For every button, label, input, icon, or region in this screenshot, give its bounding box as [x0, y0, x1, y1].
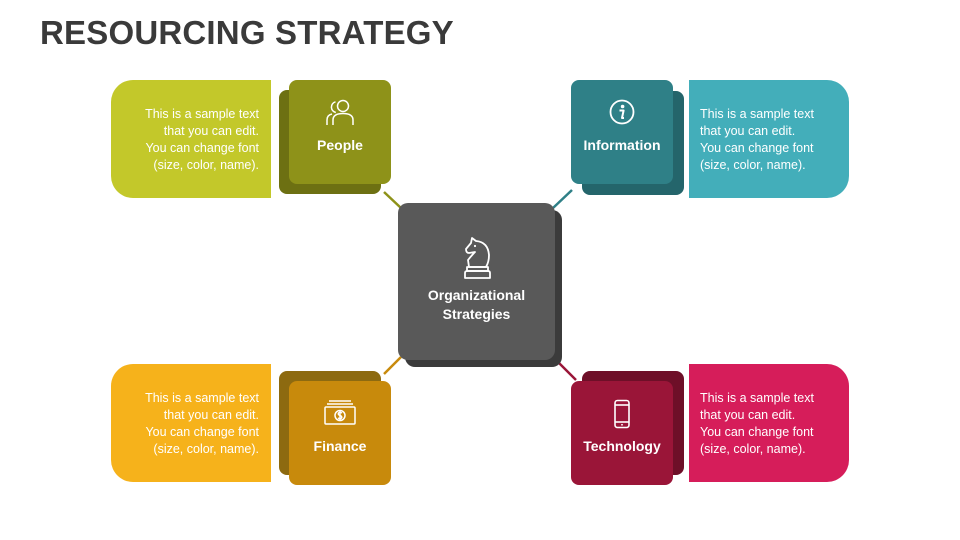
connector-people [383, 191, 402, 209]
page-title: RESOURCING STRATEGY [40, 14, 454, 51]
technology-label: Technology [583, 438, 661, 454]
connector-technology [557, 361, 577, 381]
people-icon [289, 98, 391, 132]
smartphone-icon [571, 399, 673, 433]
connector-information [552, 189, 573, 209]
information-label: Information [583, 137, 661, 153]
technology-tile[interactable]: Technology [571, 381, 673, 485]
information-description: This is a sample text that you can edit.… [700, 107, 814, 172]
money-icon [289, 399, 391, 433]
chess-knight-icon [398, 233, 555, 281]
people-description: This is a sample text that you can edit.… [145, 107, 259, 172]
people-tile[interactable]: People [289, 80, 391, 184]
center-label: Organizational Strategies [427, 287, 526, 322]
finance-tile[interactable]: Finance [289, 381, 391, 485]
technology-text-panel: This is a sample text that you can edit.… [689, 364, 849, 482]
connector-finance [383, 356, 402, 375]
information-text-panel: This is a sample text that you can edit.… [689, 80, 849, 198]
technology-description: This is a sample text that you can edit.… [700, 391, 814, 456]
people-text-panel: This is a sample text that you can edit.… [111, 80, 271, 198]
finance-text-panel: This is a sample text that you can edit.… [111, 364, 271, 482]
finance-description: This is a sample text that you can edit.… [145, 391, 259, 456]
info-icon [571, 98, 673, 132]
people-label: People [317, 137, 363, 153]
information-tile[interactable]: Information [571, 80, 673, 184]
finance-label: Finance [313, 438, 367, 454]
center-tile[interactable]: Organizational Strategies [398, 203, 555, 360]
